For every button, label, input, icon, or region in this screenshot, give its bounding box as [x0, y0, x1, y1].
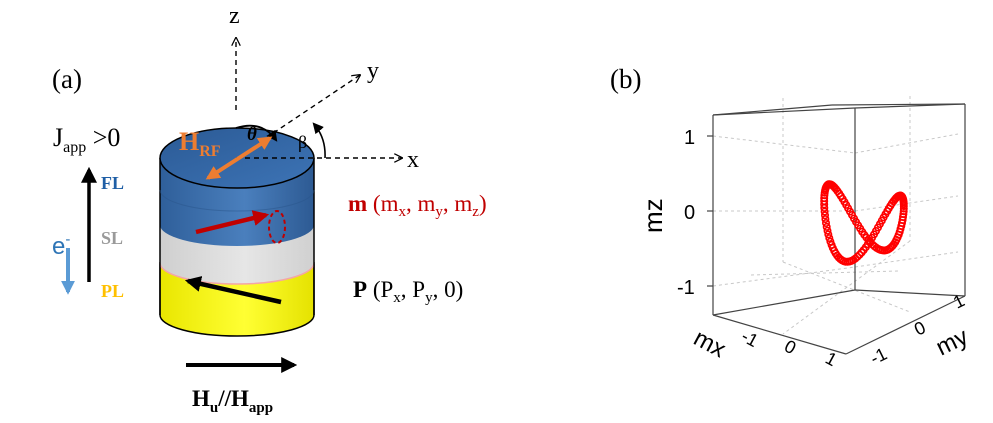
- precession-orbit: [268, 210, 286, 244]
- y-axis-label: y: [367, 58, 379, 84]
- z-axis-label: z: [229, 3, 240, 29]
- my-tick-neg1: -1: [867, 344, 890, 369]
- m-vector-arrow: [195, 210, 270, 235]
- mz-ticks: [707, 135, 713, 287]
- trajectory-point: [899, 210, 908, 219]
- panel-b: (b): [610, 64, 972, 370]
- mz-tick-0: 0: [684, 202, 695, 224]
- my-tick-0: 0: [911, 317, 929, 339]
- p-vector-arrow: [184, 276, 282, 305]
- panel-b-label: (b): [610, 64, 641, 94]
- magnetization-trajectory: [820, 180, 908, 266]
- panel-a: (a) z y x θ: [52, 3, 487, 416]
- m-vector-label: m (mx, my, mz): [348, 191, 487, 220]
- mx-axis-label: mx: [689, 324, 730, 363]
- fl-label: FL: [101, 173, 124, 193]
- theta-label: θ: [247, 124, 257, 145]
- my-axis-label: my: [932, 323, 973, 361]
- sl-label: SL: [101, 228, 123, 248]
- mz-axis-label: mz: [638, 198, 668, 233]
- electron-label: e-: [52, 231, 70, 260]
- box-grid: [712, 96, 959, 335]
- trajectory-point: [821, 215, 830, 224]
- mz-tick-1: 1: [684, 127, 695, 149]
- sl-pl-interface: [159, 262, 315, 285]
- h-rf-label: HRF: [179, 127, 221, 160]
- beta-label: β: [298, 132, 307, 152]
- h-u-label: Hu//Happ: [192, 386, 273, 416]
- trajectory-point: [899, 207, 908, 216]
- trajectory-point: [822, 222, 831, 231]
- h-rf-arrow: [205, 136, 273, 180]
- mx-tick-1: 1: [822, 348, 840, 370]
- trajectory-point: [825, 234, 834, 243]
- trajectory-point: [845, 207, 854, 216]
- theta-arc: [235, 124, 278, 142]
- trajectory-point: [823, 226, 832, 235]
- mz-tick-neg1: -1: [677, 277, 695, 299]
- box-frame: [712, 103, 966, 355]
- pl-label: PL: [101, 281, 124, 301]
- j-app-label: Japp >0: [53, 123, 120, 156]
- trajectory-point: [820, 211, 829, 220]
- mx-tick-neg1: -1: [738, 326, 762, 351]
- trajectory-point: [824, 230, 833, 239]
- trajectory-point: [820, 207, 829, 216]
- x-axis-label: x: [407, 147, 419, 173]
- mx-tick-0: 0: [781, 336, 799, 358]
- y-axis: [235, 75, 360, 159]
- trajectory-point: [826, 237, 835, 246]
- panel-a-label: (a): [52, 64, 82, 94]
- p-vector-label: P (Px, Py, 0): [353, 277, 463, 306]
- trajectory-point: [821, 219, 830, 228]
- trajectory-point: [820, 194, 829, 203]
- beta-arc: [312, 122, 326, 159]
